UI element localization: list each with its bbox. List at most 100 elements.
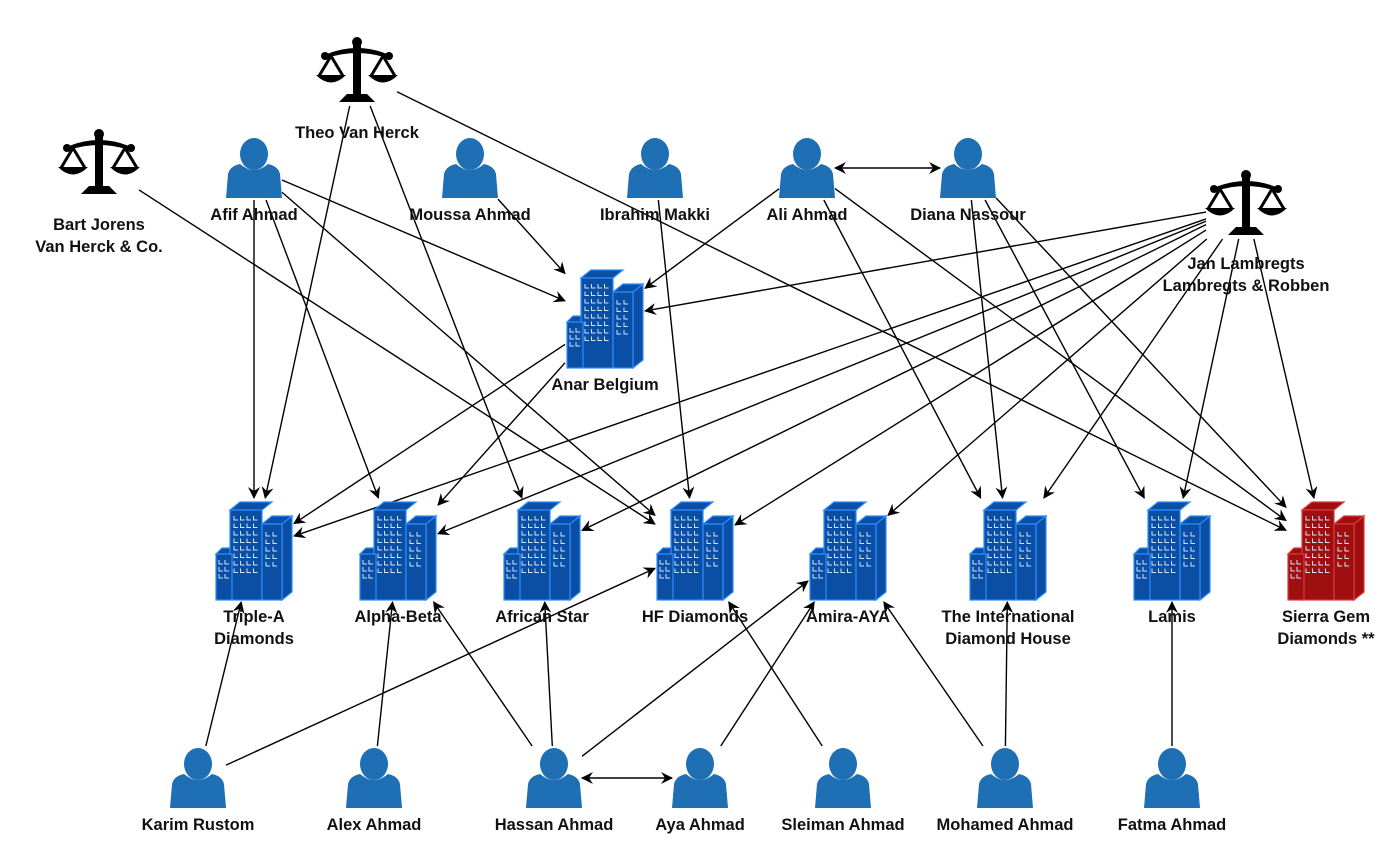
node-label: Alpha-Beta [354,608,442,626]
node-label: Ibrahim Makki [600,206,710,224]
edge-alex-alphabeta[interactable] [376,601,398,747]
node-theo[interactable]: Theo Van Herck [295,37,420,142]
edge-diana-idh[interactable] [970,199,1008,499]
edge-jan-hf[interactable] [734,229,1207,526]
edge-mohamed-amira[interactable] [883,601,984,747]
edge-hassan-alphabeta[interactable] [433,601,533,747]
node-label: The International [942,608,1075,626]
edge-afif-anar[interactable] [281,179,566,303]
edge-ali-idh[interactable] [823,199,982,499]
person-icon [346,748,402,808]
building-icon [1132,501,1212,602]
person-body [346,774,402,808]
edge-ali-anar[interactable] [644,188,780,289]
node-label: Diamonds ** [1277,630,1375,648]
node-amira[interactable]: Amira-AYA [806,501,890,626]
edge-afif-alphabeta[interactable] [265,199,381,499]
person-icon [226,138,282,198]
node-label: Aya Ahmad [655,816,745,834]
node-ali[interactable]: Ali Ahmad [767,138,848,224]
person-body [1144,774,1200,808]
building-icon [655,501,735,602]
edge-karim-hf[interactable] [225,567,656,766]
edge-sleiman-hf[interactable] [728,601,823,747]
node-label: Fatma Ahmad [1118,816,1227,834]
edge-diana-sierra[interactable] [995,197,1287,509]
person-head [829,748,857,780]
node-lamis[interactable]: Lamis [1132,501,1212,626]
building-icon [358,501,438,602]
edge-hassan-amira[interactable] [581,580,809,757]
edge-theo-triplea[interactable] [261,105,351,499]
edge-moussa-anar[interactable] [497,198,566,275]
node-afif[interactable]: Afif Ahmad [210,138,298,224]
person-icon [977,748,1033,808]
node-label: Amira-AYA [806,608,890,626]
person-body [526,774,582,808]
edge-theo-sierra[interactable] [396,91,1287,531]
edge-diana-lamis[interactable] [984,199,1145,499]
edge-karim-triplea[interactable] [205,601,245,747]
node-mohamed[interactable]: Mohamed Ahmad [937,748,1074,834]
edge-jan-sierra[interactable] [1253,238,1318,499]
person-icon [779,138,835,198]
edge-ibrahim-hf[interactable] [657,199,695,499]
node-label: Diamonds [214,630,294,648]
edge-ali-sierra[interactable] [834,188,1287,522]
scales-of-justice-icon [58,129,140,194]
person-body [170,774,226,808]
person-icon [940,138,996,198]
person-icon [672,748,728,808]
edge-jan-lamis[interactable] [1179,238,1240,499]
node-ibrahim[interactable]: Ibrahim Makki [600,138,710,224]
node-moussa[interactable]: Moussa Ahmad [409,138,531,224]
edge-jan-triplea[interactable] [293,218,1207,539]
node-sleiman[interactable]: Sleiman Ahmad [781,748,905,834]
node-label: Theo Van Herck [295,124,420,142]
building-icon [808,501,888,602]
person-head [954,138,982,170]
node-label: Mohamed Ahmad [937,816,1074,834]
edge-theo-african[interactable] [369,105,524,499]
person-body [977,774,1033,808]
node-label: Anar Belgium [551,376,658,394]
node-karim[interactable]: Karim Rustom [142,748,255,834]
node-diana[interactable]: Diana Nassour [910,138,1026,224]
person-head [456,138,484,170]
person-head [991,748,1019,780]
node-label: Lambregts & Robben [1163,277,1330,295]
edge-aya-amira[interactable] [720,601,815,747]
node-alex[interactable]: Alex Ahmad [327,748,422,834]
node-african[interactable]: African Star [495,501,589,626]
edge-jan-anar[interactable] [644,211,1207,315]
edge-hassan-african[interactable] [539,601,554,747]
person-body [940,164,996,198]
node-aya[interactable]: Aya Ahmad [655,748,745,834]
edge-jan-idh[interactable] [1043,238,1224,499]
edge-anar-triplea[interactable] [293,343,566,525]
edge-afif-hf[interactable] [281,191,656,517]
person-body [672,774,728,808]
edge-jan-african[interactable] [581,223,1207,532]
node-hassan[interactable]: Hassan Ahmad [495,748,614,834]
edge-mohamed-idh[interactable] [1001,601,1014,747]
node-fatma[interactable]: Fatma Ahmad [1118,748,1227,834]
node-alphabeta[interactable]: Alpha-Beta [354,501,442,626]
node-anar[interactable]: Anar Belgium [551,269,659,394]
person-body [779,164,835,198]
edge-anar-alphabeta[interactable] [437,362,566,506]
node-label: Bart Jorens [53,216,145,234]
person-icon [442,138,498,198]
scales-of-justice-icon [1205,170,1287,235]
edge-jan-alphabeta[interactable] [437,220,1207,536]
person-head [540,748,568,780]
node-hf[interactable]: HF Diamonds [642,501,748,626]
edge-bart-hf[interactable] [138,189,656,525]
edge-jan-amira[interactable] [887,238,1208,516]
